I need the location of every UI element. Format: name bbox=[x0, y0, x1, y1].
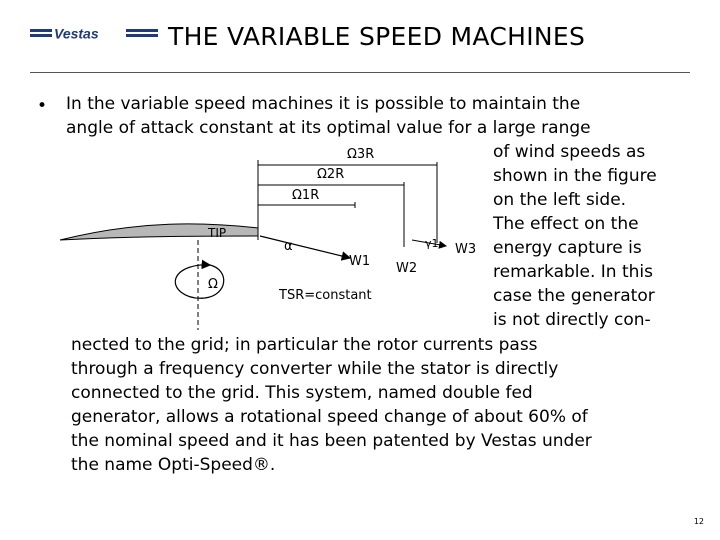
w3-arrow bbox=[411, 239, 447, 249]
airfoil-shape bbox=[59, 223, 259, 241]
gamma1-label: γ1 bbox=[425, 237, 439, 250]
text-line: shown in the figure bbox=[493, 166, 657, 186]
text-line: In the variable speed machines it is pos… bbox=[66, 94, 581, 114]
w2-label: W2 bbox=[396, 261, 417, 276]
bullet-marker: • bbox=[37, 96, 48, 116]
text-line: energy capture is bbox=[493, 238, 642, 258]
omega3r-label: Ω3R bbox=[347, 147, 374, 162]
w3-label: W3 bbox=[455, 242, 476, 257]
text-line: nected to the grid; in particular the ro… bbox=[71, 335, 538, 355]
text-line: remarkable. In this bbox=[493, 262, 653, 282]
page-number: 12 bbox=[693, 517, 704, 526]
text-line: angle of attack constant at its optimal … bbox=[66, 118, 591, 138]
text-line: case the generator bbox=[493, 286, 655, 306]
text-line: connected to the grid. This system, name… bbox=[71, 383, 533, 403]
tip-label: TIP bbox=[207, 226, 226, 240]
text-line: through a frequency converter while the … bbox=[71, 359, 559, 379]
text-line: generator, allows a rotational speed cha… bbox=[71, 407, 588, 427]
text-line: the name Opti-Speed®. bbox=[71, 455, 276, 475]
text-line: is not directly con- bbox=[493, 310, 651, 330]
vestas-logo: Vestas bbox=[30, 26, 158, 40]
omega-label: Ω bbox=[208, 277, 218, 292]
tsr-label: TSR=constant bbox=[278, 288, 372, 303]
svg-text:Vestas: Vestas bbox=[54, 26, 99, 40]
page-title: THE VARIABLE SPEED MACHINES bbox=[168, 22, 586, 51]
rotation-arrow bbox=[174, 259, 225, 299]
alpha-label: α bbox=[284, 239, 293, 254]
velocity-triangle-diagram: Ω3R Ω2R Ω1R TIP Ω α γ1 W1 W2 W3 TSR=cons… bbox=[59, 147, 476, 330]
title-divider bbox=[30, 72, 690, 73]
text-line: the nominal speed and it has been patent… bbox=[71, 431, 592, 451]
w1-label: W1 bbox=[349, 254, 370, 269]
omega2r-label: Ω2R bbox=[317, 167, 344, 182]
text-line: The effect on the bbox=[493, 214, 639, 234]
w1-arrow bbox=[259, 235, 352, 261]
omega1r-label: Ω1R bbox=[292, 188, 319, 203]
text-line: on the left side. bbox=[493, 190, 627, 210]
text-line: of wind speeds as bbox=[493, 142, 646, 162]
